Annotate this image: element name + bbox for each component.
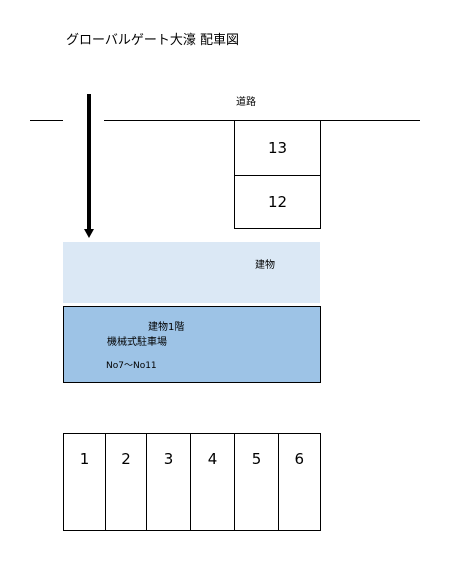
parking-slot-number: 2: [121, 450, 131, 468]
building-area: [63, 242, 320, 303]
parking-slot-number: 1: [79, 450, 90, 468]
building-label: 建物: [255, 260, 275, 271]
parking-slot-number: 3: [163, 450, 174, 468]
mechanical-parking-area: [63, 306, 321, 383]
parking-range-label: No7～No11: [106, 361, 157, 371]
road-line-left: [30, 120, 63, 121]
arrow-down-icon: [84, 229, 94, 238]
entrance-arrow-shaft: [87, 94, 91, 230]
parking-slot-1: 1: [63, 433, 106, 531]
parking-slot-12: 12: [234, 175, 321, 229]
parking-slot-5: 5: [234, 433, 279, 531]
road-label: 道路: [236, 97, 256, 108]
parking-slot-2: 2: [104, 433, 148, 531]
parking-slot-number: 4: [207, 450, 218, 468]
parking-floor-label: 建物1階: [148, 322, 185, 333]
parking-slot-6: 6: [277, 433, 321, 531]
parking-slot-number: 13: [267, 139, 288, 157]
page-title: グローバルゲート大濠 配車図: [66, 33, 240, 48]
parking-slot-13: 13: [234, 120, 321, 176]
parking-slot-number: 6: [294, 450, 305, 468]
parking-slot-3: 3: [146, 433, 191, 531]
parking-slot-number: 12: [267, 193, 288, 211]
parking-slot-4: 4: [189, 433, 236, 531]
parking-slot-number: 5: [251, 450, 262, 468]
parking-type-label: 機械式駐車場: [107, 337, 167, 348]
